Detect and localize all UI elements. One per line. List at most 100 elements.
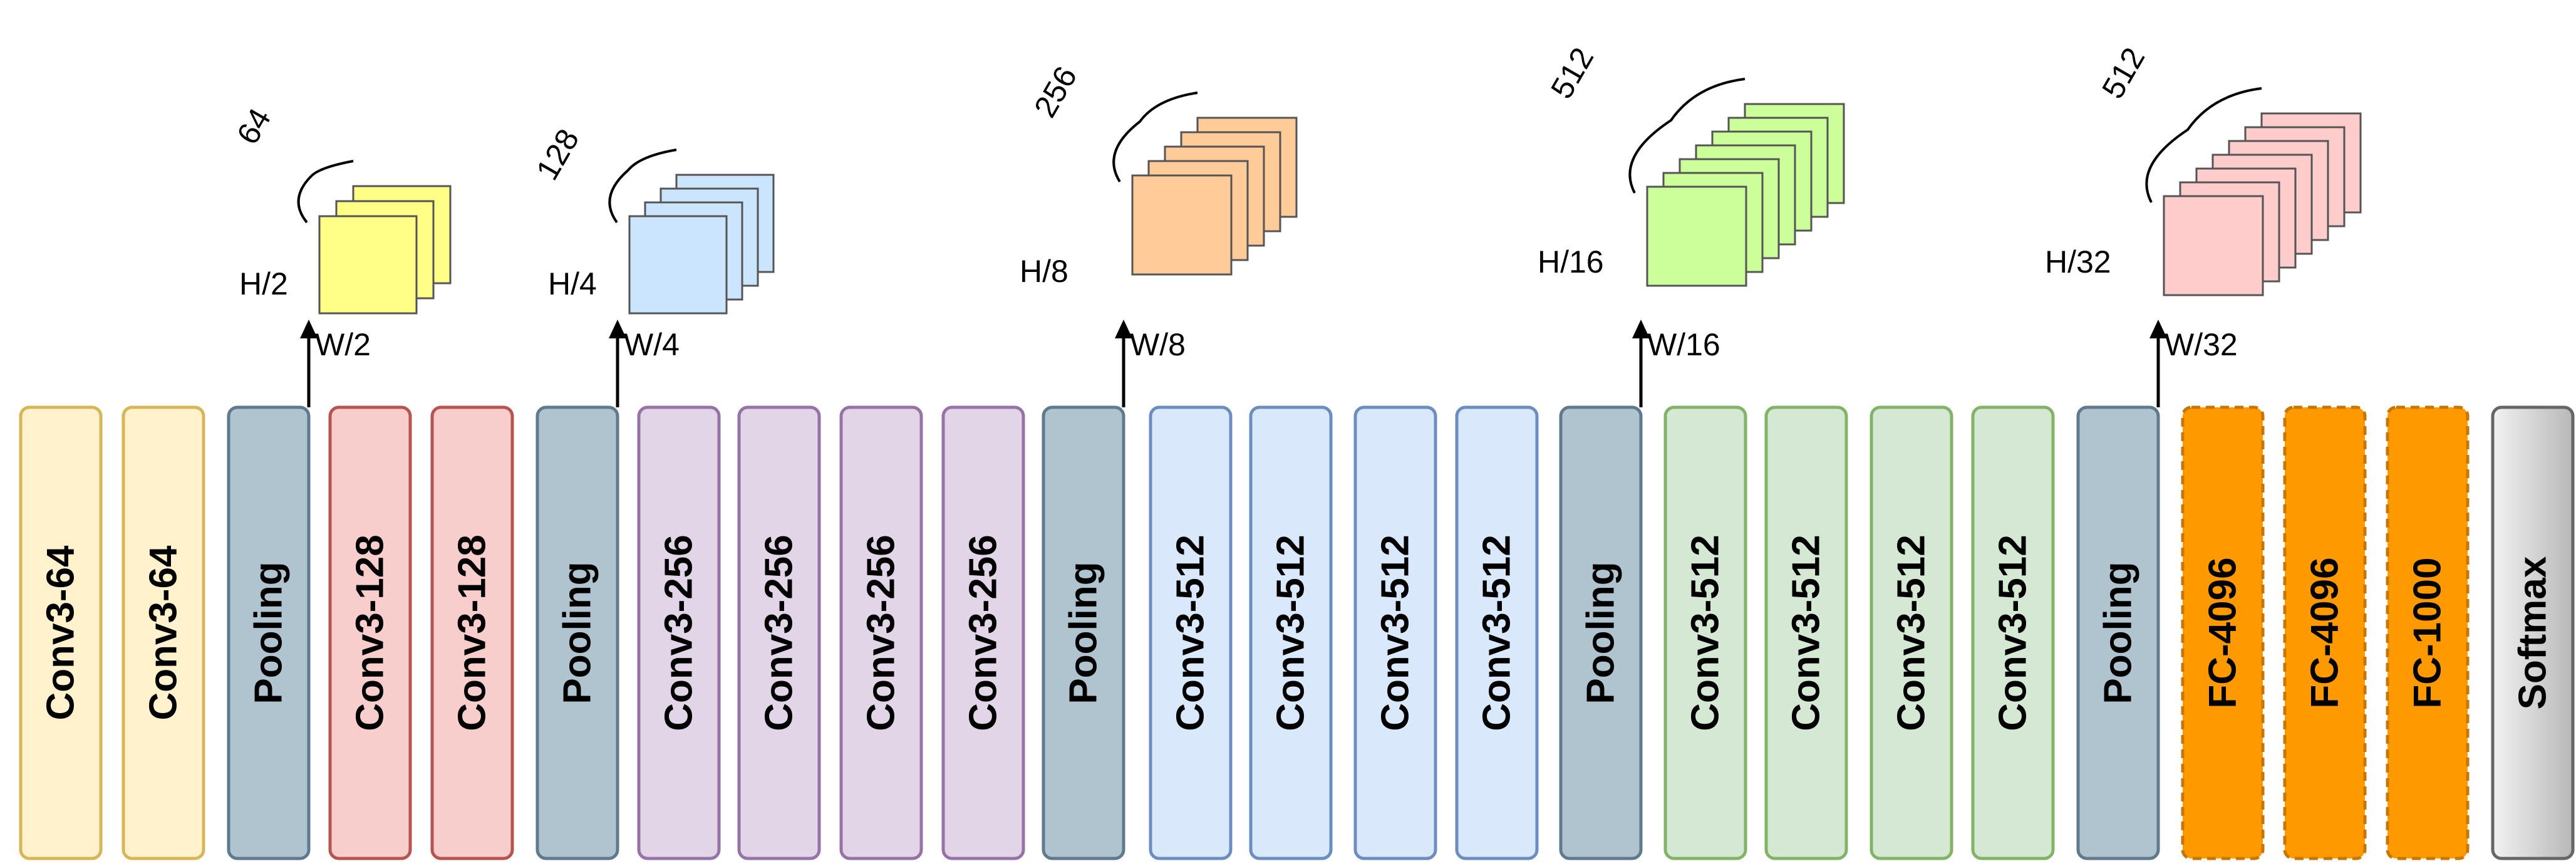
layer-label: Conv3-512 bbox=[1785, 535, 1828, 731]
layer-label: Conv3-512 bbox=[1476, 535, 1519, 731]
layer-box bbox=[839, 405, 923, 860]
width-label: W/8 bbox=[1130, 327, 1186, 362]
pooling-arrow bbox=[609, 320, 626, 407]
layer-box bbox=[430, 405, 514, 860]
layer-block-pool: Pooling bbox=[1559, 405, 1643, 860]
brace-icon bbox=[608, 149, 677, 224]
layer-block-conv512a: Conv3-512 bbox=[1353, 405, 1437, 860]
layer-label: Conv3-64 bbox=[39, 545, 83, 721]
arrow-head-icon bbox=[1632, 320, 1650, 338]
layer-block-conv512b: Conv3-512 bbox=[1971, 405, 2055, 860]
layer-box bbox=[2076, 405, 2160, 860]
layer-box bbox=[1042, 405, 1125, 860]
layer-label: Conv3-64 bbox=[142, 545, 185, 721]
layer-block-conv512a: Conv3-512 bbox=[1455, 405, 1539, 860]
arrow-head-icon bbox=[1115, 320, 1132, 338]
layer-block-conv256: Conv3-256 bbox=[637, 405, 721, 860]
width-label: W/16 bbox=[1647, 327, 1720, 362]
layer-box bbox=[941, 405, 1025, 860]
layer-box bbox=[2491, 405, 2575, 860]
height-label: H/16 bbox=[1538, 244, 1604, 279]
feature-map-stacks: 64H/2W/2128H/4W/4256H/8W/8512H/16W/16512… bbox=[230, 41, 2362, 362]
layer-block-pool: Pooling bbox=[227, 405, 311, 860]
feature-map-square bbox=[1646, 185, 1747, 287]
layer-label: Conv3-512 bbox=[1890, 535, 1933, 731]
channel-count-label: 256 bbox=[1027, 60, 1084, 123]
layer-block-conv512b: Conv3-512 bbox=[1663, 405, 1747, 860]
layer-box bbox=[535, 405, 619, 860]
feature-map-square bbox=[318, 215, 418, 315]
layer-label: Conv3-512 bbox=[1992, 535, 2035, 731]
layer-block-fc: FC-4096 bbox=[2283, 405, 2367, 860]
layer-block-conv256: Conv3-256 bbox=[941, 405, 1025, 860]
layer-block-pool: Pooling bbox=[1042, 405, 1125, 860]
layer-box bbox=[737, 405, 821, 860]
layer-box bbox=[637, 405, 721, 860]
layer-box bbox=[1663, 405, 1747, 860]
layer-label: Pooling bbox=[1580, 561, 1623, 704]
layer-block-conv64: Conv3-64 bbox=[122, 405, 205, 860]
pooling-arrow bbox=[1632, 320, 1650, 407]
layer-label: Conv3-512 bbox=[1374, 535, 1417, 731]
layer-label: Softmax bbox=[2511, 556, 2555, 709]
layer-box bbox=[2283, 405, 2367, 860]
layer-blocks: Conv3-64 Conv3-64 Pooling Conv3-128 Conv3-12… bbox=[19, 405, 2575, 860]
width-label: W/4 bbox=[624, 327, 680, 362]
layer-label: Conv3-512 bbox=[1169, 535, 1213, 731]
feature-map-square bbox=[628, 215, 728, 315]
height-label: H/8 bbox=[1020, 254, 1068, 289]
layer-label: Conv3-128 bbox=[451, 535, 494, 731]
brace-icon bbox=[1112, 91, 1198, 183]
pooling-arrow bbox=[1115, 320, 1132, 407]
layer-box bbox=[19, 405, 103, 860]
layer-box bbox=[2181, 405, 2265, 860]
layer-label: FC-4096 bbox=[2201, 557, 2245, 708]
height-label: H/32 bbox=[2045, 244, 2111, 279]
brace-icon bbox=[1628, 78, 1746, 194]
brace-icon bbox=[297, 160, 354, 224]
arrow-head-icon bbox=[300, 320, 318, 338]
pooling-arrow bbox=[2149, 320, 2167, 407]
layer-block-conv512b: Conv3-512 bbox=[1764, 405, 1848, 860]
layer-block-fc: FC-1000 bbox=[2386, 405, 2470, 860]
layer-block-conv512a: Conv3-512 bbox=[1149, 405, 1233, 860]
layer-box bbox=[122, 405, 205, 860]
layer-box bbox=[1971, 405, 2055, 860]
layer-block-conv512a: Conv3-512 bbox=[1249, 405, 1333, 860]
layer-block-conv64: Conv3-64 bbox=[19, 405, 103, 860]
layer-label: FC-4096 bbox=[2304, 557, 2347, 708]
channel-count-label: 64 bbox=[230, 102, 277, 150]
layer-label: Pooling bbox=[1062, 561, 1105, 704]
layer-label: Pooling bbox=[2097, 561, 2140, 704]
channel-count-label: 128 bbox=[529, 123, 586, 185]
layer-box bbox=[1149, 405, 1233, 860]
layer-label: Conv3-256 bbox=[860, 535, 903, 731]
height-label: H/2 bbox=[239, 266, 288, 301]
layer-block-conv128: Conv3-128 bbox=[430, 405, 514, 860]
layer-box bbox=[1455, 405, 1539, 860]
layer-box bbox=[1764, 405, 1848, 860]
layer-block-conv256: Conv3-256 bbox=[839, 405, 923, 860]
layer-block-conv512b: Conv3-512 bbox=[1870, 405, 1953, 860]
channel-count-label: 512 bbox=[1544, 41, 1600, 104]
layer-block-conv256: Conv3-256 bbox=[737, 405, 821, 860]
layer-block-pool: Pooling bbox=[535, 405, 619, 860]
layer-label: FC-1000 bbox=[2406, 557, 2449, 708]
width-label: W/32 bbox=[2165, 327, 2238, 362]
layer-box bbox=[1249, 405, 1333, 860]
layer-box bbox=[1559, 405, 1643, 860]
feature-map-square bbox=[2163, 195, 2264, 296]
layer-block-fc: FC-4096 bbox=[2181, 405, 2265, 860]
brace-icon bbox=[2145, 87, 2262, 203]
layer-block-conv128: Conv3-128 bbox=[328, 405, 412, 860]
layer-label: Pooling bbox=[556, 561, 599, 704]
arrow-head-icon bbox=[2149, 320, 2167, 338]
width-label: W/2 bbox=[315, 327, 371, 362]
layer-label: Conv3-256 bbox=[758, 535, 801, 731]
arrow-head-icon bbox=[609, 320, 626, 338]
layer-label: Conv3-128 bbox=[349, 535, 392, 731]
